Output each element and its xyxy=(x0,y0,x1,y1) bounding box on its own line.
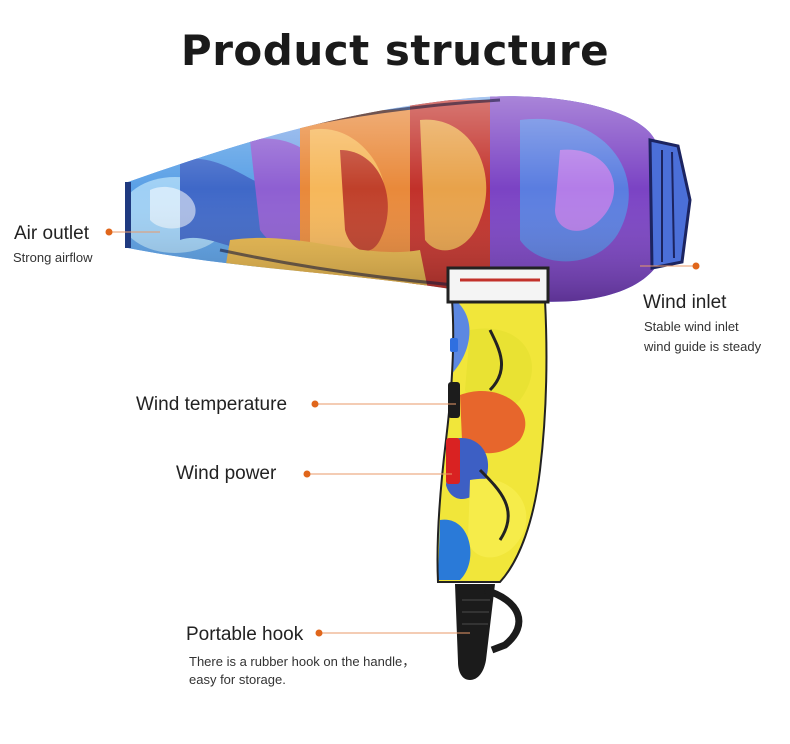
cool-shot-button xyxy=(450,338,458,352)
handle-collar xyxy=(446,266,550,304)
inlet-grille xyxy=(661,150,675,262)
portable-hook-desc-1: There is a rubber hook on the handle， xyxy=(189,654,416,669)
portable-hook-label: Portable hook xyxy=(186,624,304,645)
wind-power-label: Wind power xyxy=(176,463,277,484)
wind-inlet-cap xyxy=(648,138,692,270)
rubber-hook xyxy=(455,584,495,680)
dryer-body xyxy=(128,96,690,302)
callout-lines xyxy=(110,231,695,634)
wind-inlet-desc-1: Stable wind inlet xyxy=(644,319,739,334)
callout-dots xyxy=(105,228,700,637)
portable-hook-desc-2: easy for storage. xyxy=(189,672,286,687)
wind-inlet-desc-2: wind guide is steady xyxy=(644,339,762,354)
air-outlet-desc: Strong airflow xyxy=(13,250,93,265)
power-cord xyxy=(483,586,523,654)
wind-temperature-label: Wind temperature xyxy=(136,394,288,415)
air-outlet-label: Air outlet xyxy=(14,223,89,244)
page-title: Product structure xyxy=(180,26,610,75)
wind-inlet-label: Wind inlet xyxy=(643,292,727,313)
power-switch xyxy=(446,438,460,484)
temperature-switch xyxy=(448,382,460,418)
